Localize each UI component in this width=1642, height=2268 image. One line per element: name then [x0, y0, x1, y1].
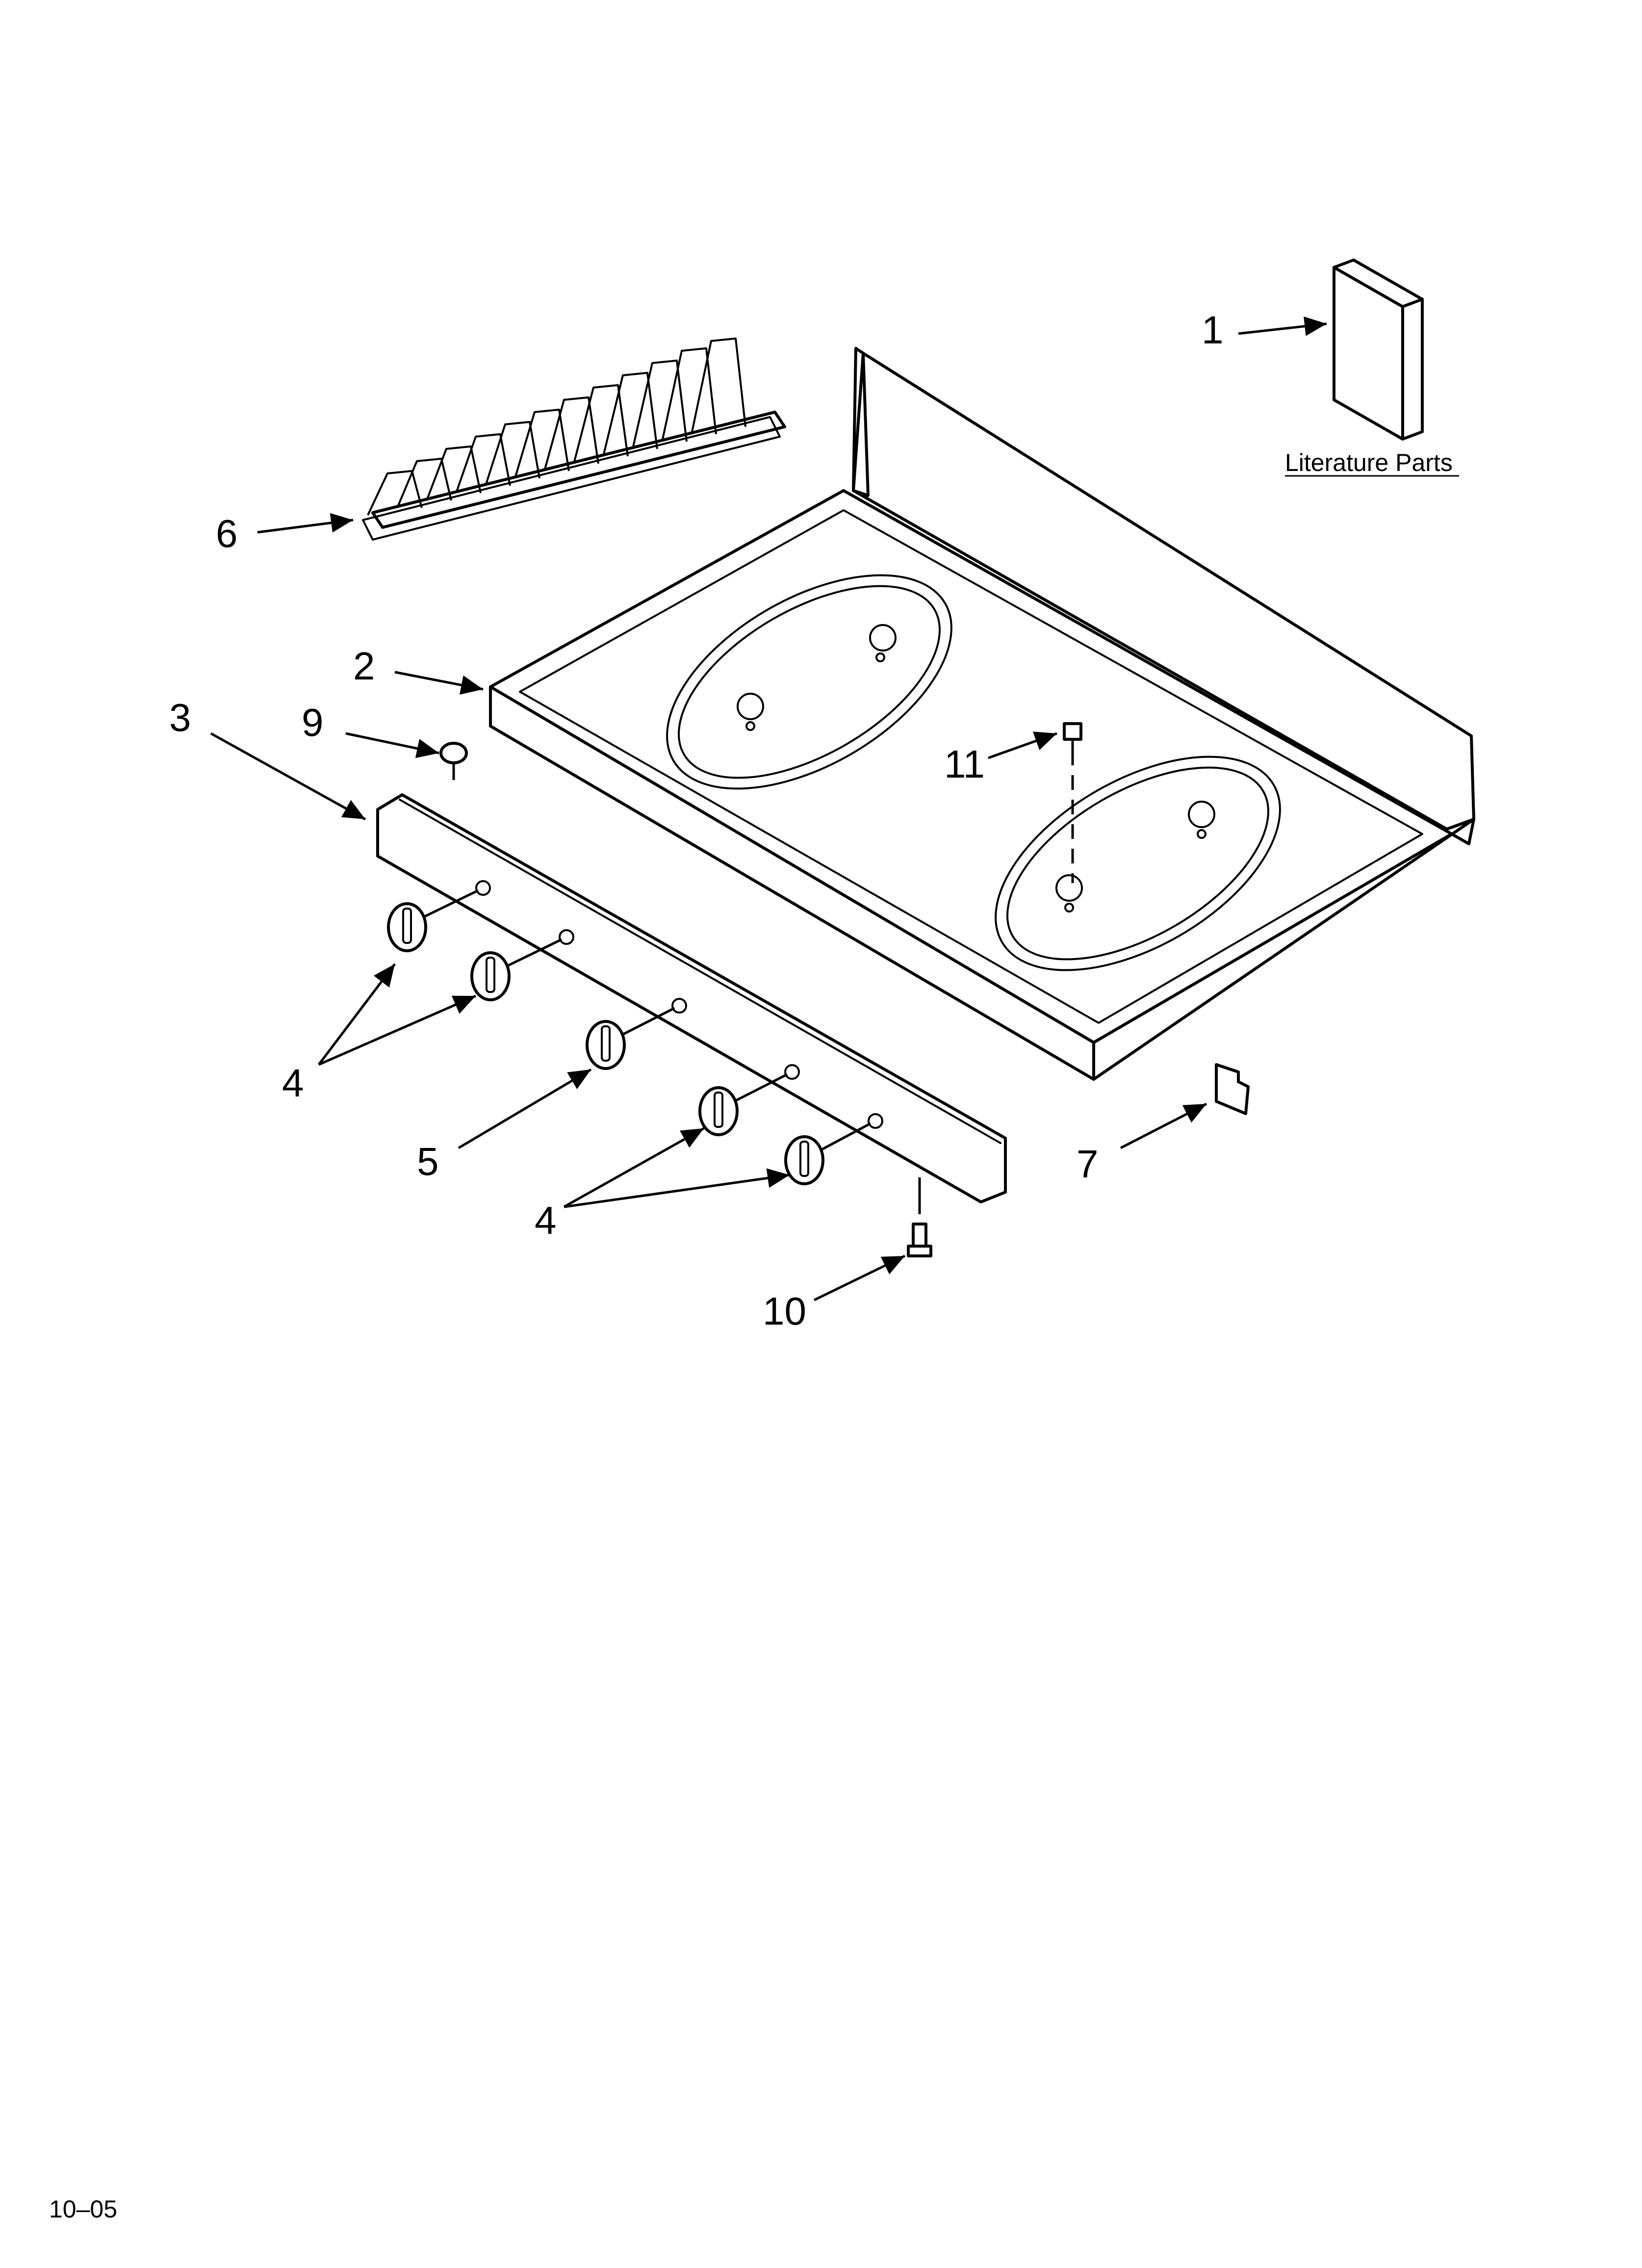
knob-3: [586, 1007, 675, 1070]
knob-2: [470, 938, 563, 1001]
cooktop: [489, 347, 1475, 1081]
callout-9: 9: [302, 701, 324, 744]
callout-4-lower: 4: [535, 1199, 557, 1242]
callout-2: 2: [353, 644, 375, 688]
knob-4: [698, 1073, 788, 1136]
footer-code: 10–05: [49, 2195, 117, 2223]
screw-11: [1063, 722, 1082, 883]
callout-3: 3: [169, 696, 191, 739]
clip-7: [1215, 1063, 1250, 1115]
burner-pad-front: [995, 756, 1281, 971]
literature-booklet: [1333, 259, 1424, 441]
callout-6: 6: [216, 512, 238, 555]
knob-5: [784, 1122, 872, 1185]
literature-parts-label: Literature Parts: [1285, 449, 1453, 476]
grate-ribs: [367, 338, 746, 516]
screw-9: [439, 742, 468, 780]
callout-5: 5: [417, 1140, 439, 1183]
callout-11: 11: [944, 742, 985, 786]
callout-4-upper: 4: [282, 1061, 304, 1105]
callout-7: 7: [1077, 1142, 1099, 1186]
callout-1: 1: [1202, 308, 1224, 352]
leader-arrows: [210, 316, 1327, 1302]
callout-10: 10: [763, 1289, 806, 1333]
knob-1: [387, 889, 479, 952]
burner-pad-rear: [666, 574, 952, 790]
control-panel: [376, 793, 1007, 1203]
burner-grate: [362, 338, 786, 541]
screw-10: [907, 1177, 932, 1257]
